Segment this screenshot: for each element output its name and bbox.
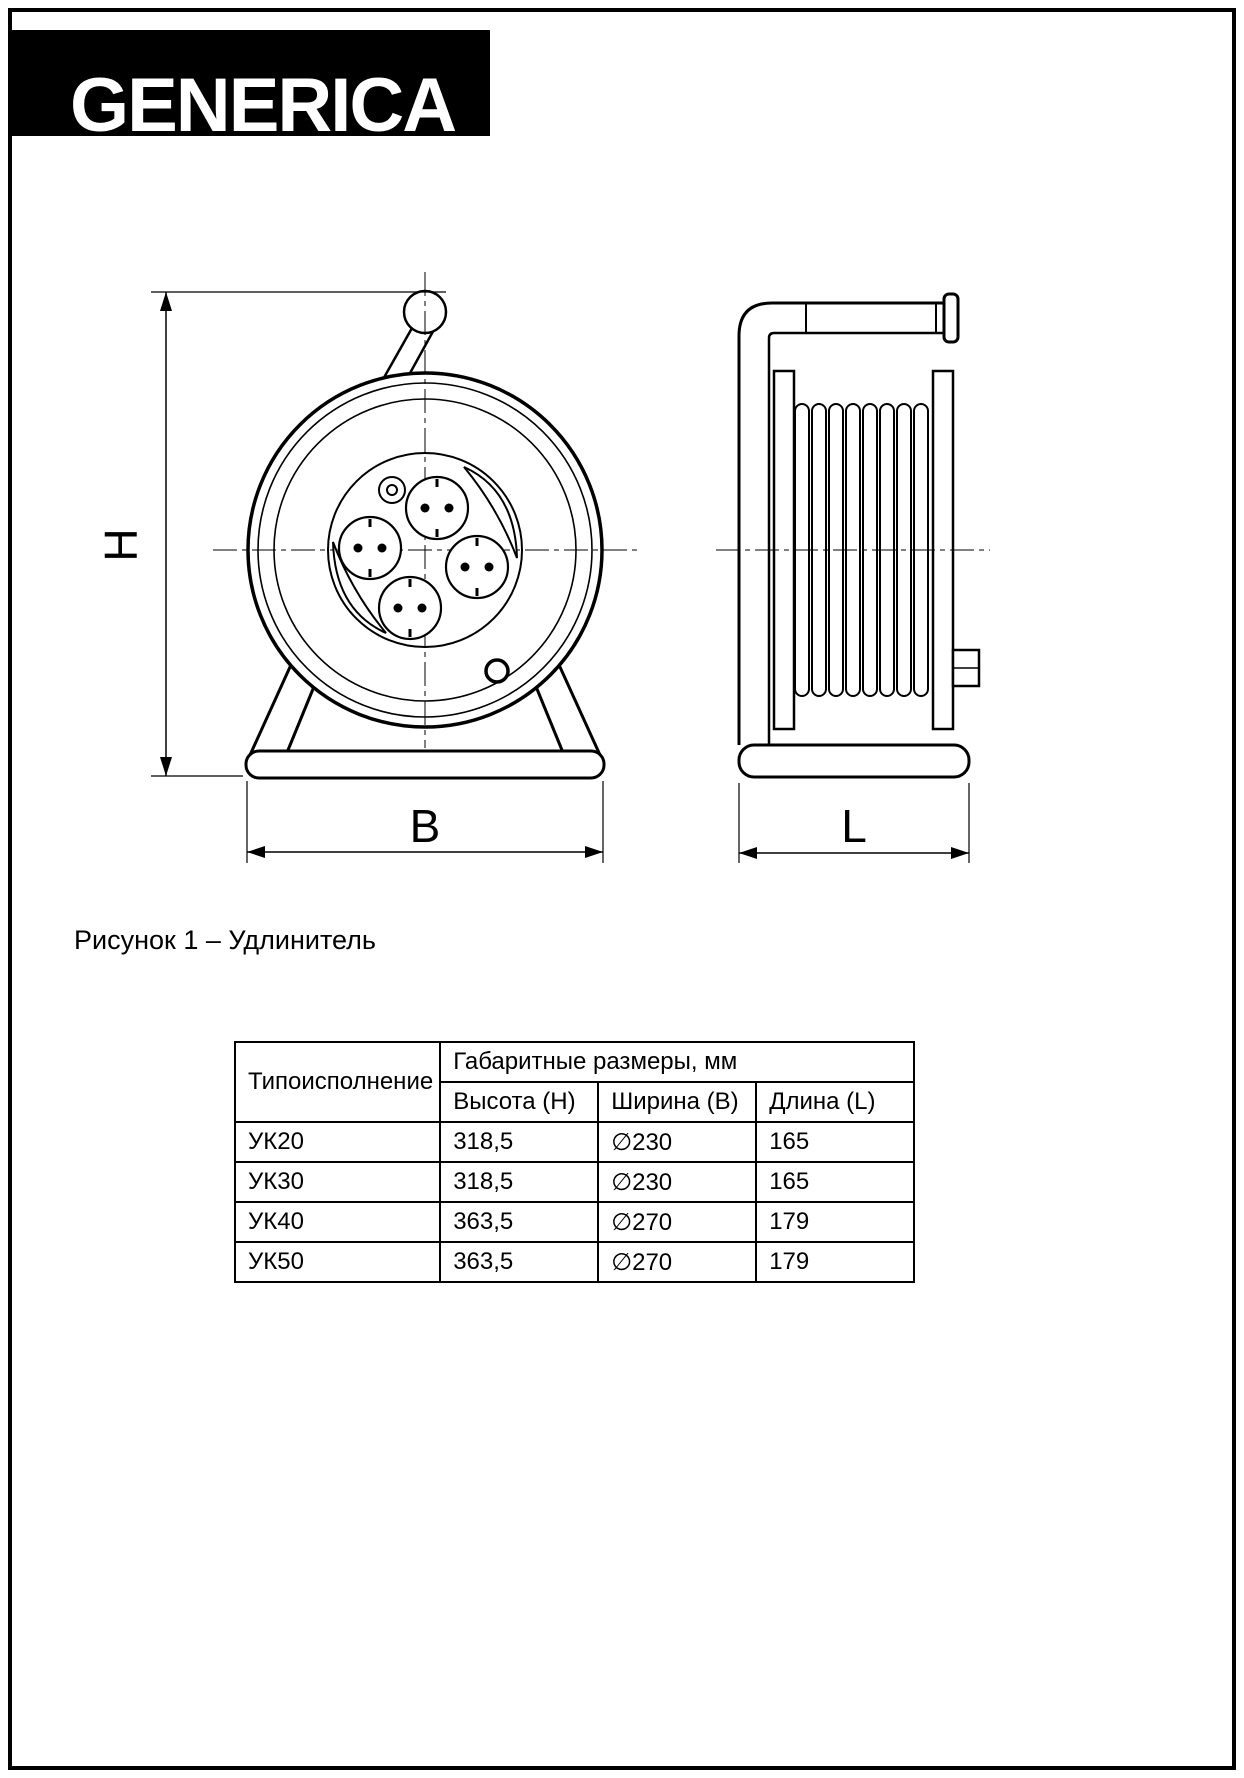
frame-tube <box>737 301 946 745</box>
dimension-L: L <box>738 783 970 863</box>
stand-base <box>244 749 606 780</box>
side-view: L <box>716 292 990 863</box>
cell-width: ∅230 <box>597 1161 758 1203</box>
column-header-length: Длина (L) <box>755 1081 916 1123</box>
dimensions-table: Типоисполнение Габаритные размеры, мм Вы… <box>233 1041 916 1283</box>
cover-screw <box>378 476 406 504</box>
technical-drawing: H B <box>95 272 990 863</box>
table-row: УК40 363,5 ∅270 179 <box>233 1201 916 1243</box>
cell-width: ∅270 <box>597 1241 758 1283</box>
cell-height: 318,5 <box>439 1161 600 1203</box>
front-view: H B <box>95 272 638 863</box>
dim-label-height: H <box>95 528 147 561</box>
dimension-B: B <box>246 781 604 863</box>
cell-height: 363,5 <box>439 1201 600 1243</box>
cell-length: 165 <box>755 1161 916 1203</box>
table-row: УК20 318,5 ∅230 165 <box>233 1121 916 1163</box>
dimension-H: H <box>95 291 446 777</box>
cell-length: 179 <box>755 1201 916 1243</box>
socket-top <box>404 475 470 541</box>
column-header-width: Ширина (B) <box>597 1081 758 1123</box>
cell-height: 318,5 <box>439 1121 600 1163</box>
table-row: УК30 318,5 ∅230 165 <box>233 1161 916 1203</box>
cell-width: ∅230 <box>597 1121 758 1163</box>
table-header-row-columns: Высота (H) Ширина (B) Длина (L) <box>235 1081 916 1123</box>
thermal-button <box>484 658 510 684</box>
cell-width: ∅270 <box>597 1201 758 1243</box>
type-column-header: Типоисполнение <box>233 1041 442 1123</box>
dim-label-width: B <box>410 800 441 852</box>
dim-label-length: L <box>841 800 867 852</box>
cell-length: 165 <box>755 1121 916 1163</box>
group-header: Габаритные размеры, мм <box>439 1041 916 1083</box>
brand-logo-text: GENERICA <box>70 63 457 148</box>
column-header-height: Высота (H) <box>439 1081 600 1123</box>
cell-type: УК50 <box>233 1241 442 1283</box>
table-header-row-group: Типоисполнение Габаритные размеры, мм <box>233 1041 916 1123</box>
table-row: УК50 363,5 ∅270 179 <box>233 1241 916 1283</box>
cell-length: 179 <box>755 1241 916 1283</box>
figure-caption: Рисунок 1 – Удлинитель <box>74 925 376 955</box>
side-base <box>737 743 971 779</box>
socket-left <box>337 515 403 581</box>
cell-height: 363,5 <box>439 1241 600 1283</box>
socket-right <box>444 534 510 600</box>
cover-wings <box>332 466 518 634</box>
cell-type: УК20 <box>233 1121 442 1163</box>
handle-end-cap <box>942 292 960 344</box>
socket-bottom <box>377 575 443 641</box>
cell-type: УК40 <box>233 1201 442 1243</box>
plug-holder <box>951 648 981 688</box>
cell-type: УК30 <box>233 1161 442 1203</box>
brand-logo: GENERICA <box>12 30 490 144</box>
